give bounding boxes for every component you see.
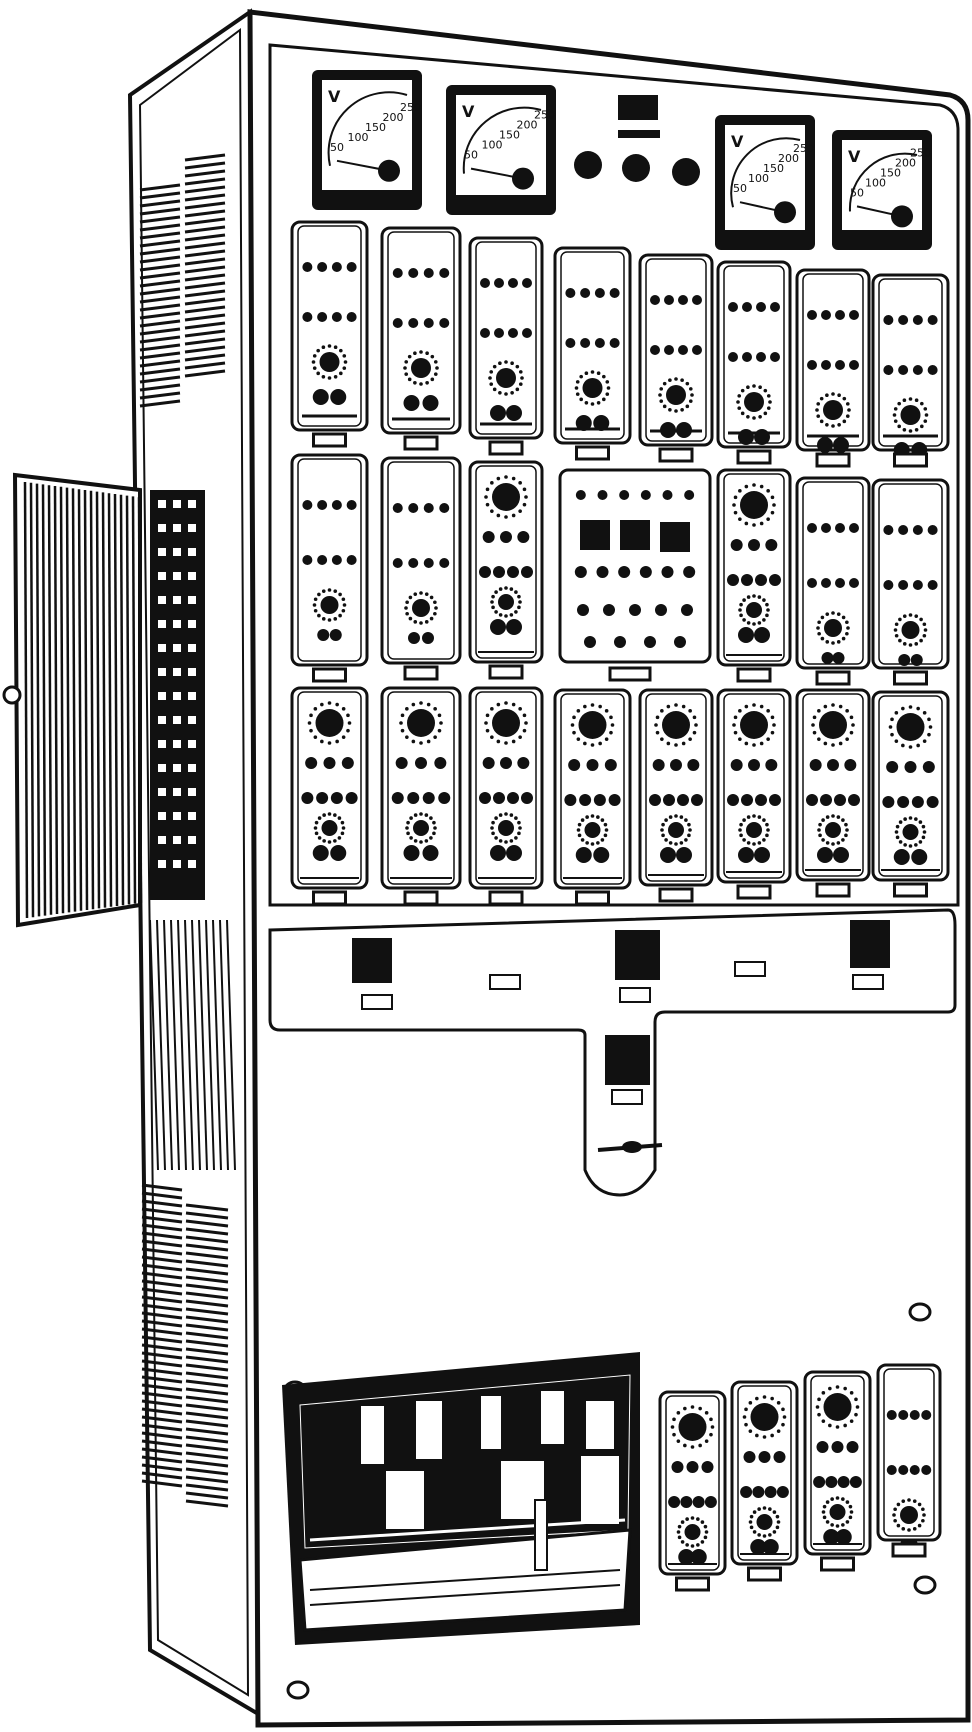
mini-meter-icon (580, 520, 610, 550)
relay-module[interactable] (468, 236, 544, 456)
mini-meter-icon (660, 522, 690, 552)
relay-module[interactable] (380, 686, 462, 906)
relay-module[interactable] (730, 1380, 799, 1582)
door-hatching (23, 481, 143, 919)
switch-strip (268, 908, 957, 1197)
center-instrument-block (558, 468, 712, 682)
relay-module[interactable] (553, 246, 632, 461)
meter-unit-label: V (848, 147, 861, 166)
relay-module[interactable] (795, 688, 871, 898)
meter-unit-label: V (328, 87, 341, 106)
relay-module[interactable] (638, 688, 714, 903)
lock-icon[interactable] (622, 1141, 642, 1153)
meter-scale-label: 50 (330, 141, 344, 154)
meter-scale-label: 150 (763, 162, 784, 175)
relay-module[interactable] (468, 686, 544, 906)
relay-module[interactable] (795, 476, 871, 686)
relay-module[interactable] (876, 1363, 942, 1558)
relay-module[interactable] (658, 1390, 727, 1592)
meter-scale-label: 100 (748, 172, 769, 185)
relay-module[interactable] (290, 453, 369, 683)
indicator-lamp-icon (574, 151, 602, 179)
meter-scale-label: 50 (733, 182, 747, 195)
relay-module[interactable] (803, 1370, 872, 1572)
indicator-lamp-icon (622, 154, 650, 182)
relay-module[interactable] (871, 690, 950, 898)
upper-vent-louvers (139, 153, 226, 408)
meter-unit-label: V (731, 132, 744, 151)
meter-scale-label: 250 (793, 142, 814, 155)
meter-scale-label: 250 (910, 146, 931, 159)
indicator-lamp-icon (672, 158, 700, 186)
relay-module[interactable] (468, 460, 544, 680)
meter-scale-label: 100 (865, 176, 886, 189)
relay-module[interactable] (553, 688, 632, 906)
relay-module-grid (290, 220, 950, 906)
meter-unit-label: V (462, 102, 475, 121)
open-side-door[interactable] (2, 472, 205, 928)
meter-scale-label: 150 (365, 121, 386, 134)
door-handle-icon[interactable] (2, 685, 22, 705)
relay-module[interactable] (716, 688, 792, 900)
meter-scale-label: 100 (482, 139, 503, 152)
relay-module[interactable] (380, 456, 462, 681)
relay-module[interactable] (795, 268, 871, 468)
toggle-switch[interactable] (352, 938, 392, 983)
meter-scale-label: 50 (850, 186, 864, 199)
mini-meter-icon (620, 520, 650, 550)
meter-scale-label: 200 (778, 152, 799, 165)
nameplate-and-lamps (574, 95, 700, 186)
toggle-switch[interactable] (615, 930, 660, 980)
meter-scale-label: 100 (348, 131, 369, 144)
meter-scale-label: 150 (499, 129, 520, 142)
meter-scale-label: 250 (534, 109, 555, 122)
meter-scale-label: 50 (464, 149, 478, 162)
relay-module[interactable] (638, 253, 714, 463)
terminal-dots (158, 500, 196, 868)
relay-module[interactable] (290, 220, 369, 448)
lower-vent-louvers (141, 1183, 229, 1508)
lower-relay-modules (658, 1363, 942, 1592)
relay-module[interactable] (871, 478, 950, 686)
relay-module[interactable] (716, 260, 792, 465)
meter-scale-label: 250 (400, 101, 421, 114)
toggle-switch[interactable] (850, 920, 890, 968)
meter-scale-label: 150 (880, 166, 901, 179)
toggle-switch[interactable] (605, 1035, 650, 1085)
relay-module[interactable] (290, 686, 369, 906)
meter-scale-label: 200 (517, 119, 538, 132)
relay-module[interactable] (871, 273, 950, 468)
relay-module[interactable] (716, 468, 792, 683)
nameplate (618, 95, 658, 120)
relay-module[interactable] (380, 226, 462, 451)
meter-scale-label: 200 (895, 156, 916, 169)
side-hatching (149, 919, 236, 1171)
meter-scale-label: 200 (383, 111, 404, 124)
open-lower-compartment (282, 1352, 640, 1645)
